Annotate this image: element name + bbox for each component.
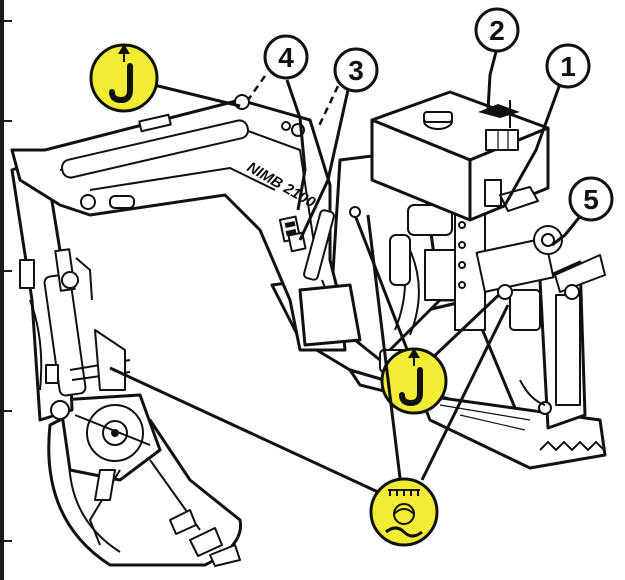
lifting-hook-icon: [109, 44, 133, 104]
boom: NIMB 2100: [10, 94, 362, 352]
border-tick: [0, 410, 12, 412]
callout-2: 2: [474, 7, 520, 111]
callout-3-label: 3: [348, 55, 364, 86]
callout-4-label: 4: [278, 42, 294, 73]
border-tick: [0, 270, 12, 272]
border-tick: [0, 120, 12, 122]
callout-4: 4: [246, 34, 309, 211]
callout-1: 1: [503, 43, 591, 206]
bucket-linkage: [58, 393, 162, 546]
tie-down-point: [109, 214, 510, 547]
callout-5: 5: [551, 176, 614, 247]
lifting-point-bottom: [349, 206, 513, 415]
right-leg: [509, 254, 606, 430]
callout-1-label: 1: [560, 51, 576, 82]
engine-unit: [370, 90, 550, 222]
tie-down-icon: [385, 489, 423, 538]
border-tick: [0, 20, 12, 22]
callout-5-label: 5: [583, 184, 599, 215]
callout-2-label: 2: [489, 15, 505, 46]
page-left-border: [0, 0, 4, 580]
lifting-hook-icon: [399, 348, 423, 407]
lifting-point-top: [89, 43, 241, 113]
border-tick: [0, 540, 12, 542]
tie-down-badge: [369, 477, 439, 547]
callout-3: 3: [298, 47, 379, 241]
